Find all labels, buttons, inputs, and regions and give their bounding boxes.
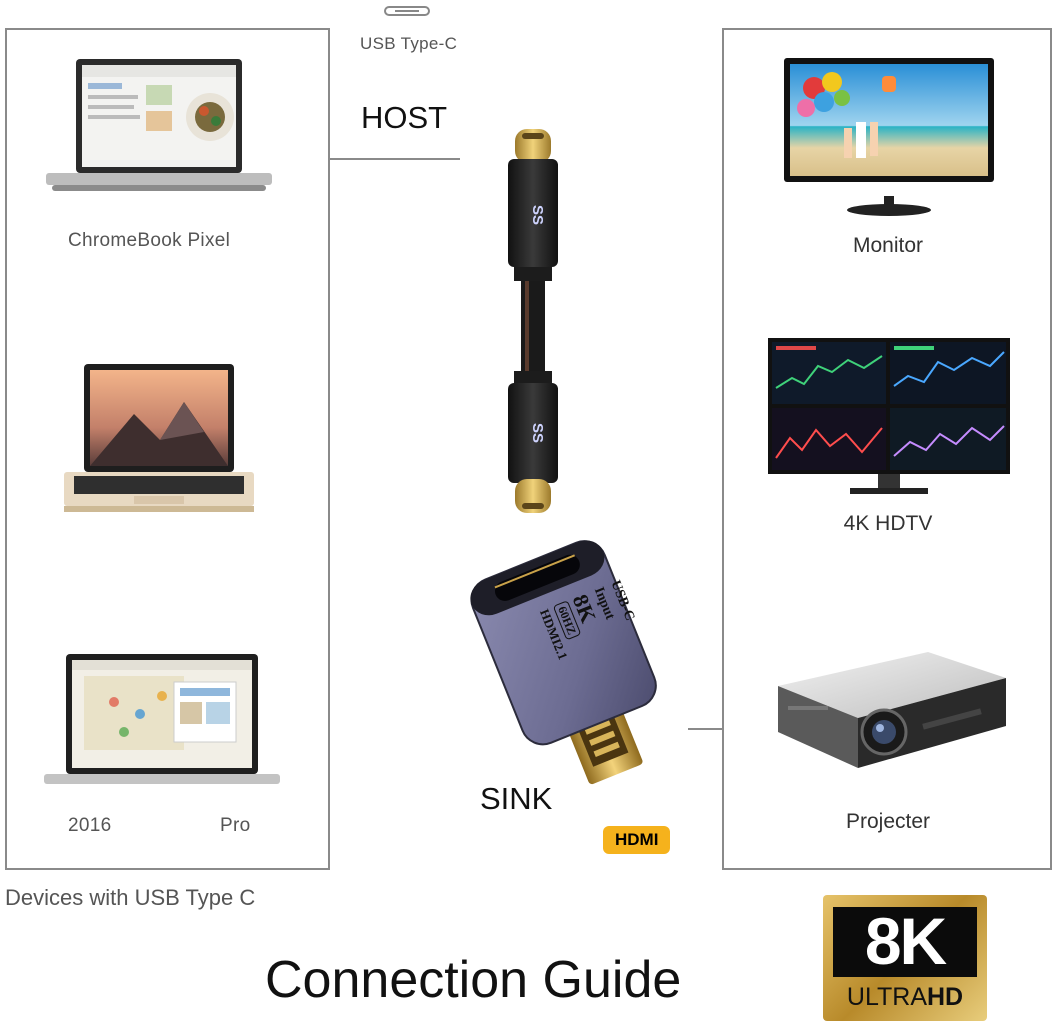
8k-ultrahd-logo: 8K ULTRAHD	[823, 895, 987, 1021]
monitor-image	[784, 58, 994, 216]
left-panel-caption: Devices with USB Type C	[5, 885, 256, 910]
svg-text:SS: SS	[529, 205, 546, 225]
projector-image	[778, 652, 1006, 768]
macbook-pro-image	[44, 654, 280, 784]
right-panel	[722, 28, 1052, 870]
logo-ultrahd-text: ULTRAHD	[823, 983, 987, 1012]
usb-type-c-port-icon	[384, 6, 430, 16]
sink-label: SINK	[480, 781, 553, 816]
macbook-label-pro: Pro	[220, 815, 251, 836]
usb-c-cable-image: SS SS	[508, 129, 558, 513]
connection-guide-title: Connection Guide	[265, 951, 682, 1009]
host-label: HOST	[361, 100, 448, 135]
hdtv-label: 4K HDTV	[843, 512, 933, 535]
usb-c-to-hdmi-adapter-image	[470, 540, 657, 785]
left-panel	[5, 28, 330, 870]
host-connector-line	[330, 158, 460, 160]
hdtv-image	[768, 338, 1010, 494]
hdmi-badge: HDMI	[603, 826, 671, 854]
usb-type-c-label: USB Type-C	[360, 34, 458, 53]
gold-laptop-image	[64, 364, 254, 512]
monitor-label: Monitor	[852, 234, 924, 257]
logo-ultra: ULTRA	[846, 983, 927, 1011]
logo-hd: HD	[927, 983, 964, 1011]
logo-8k-text: 8K	[864, 904, 947, 978]
sink-connector-line	[688, 728, 724, 730]
chromebook-pixel-label: ChromeBook Pixel	[68, 230, 231, 251]
macbook-label-year: 2016	[68, 815, 112, 836]
chromebook-laptop-image	[46, 59, 272, 191]
projector-label: Projecter	[845, 810, 931, 833]
svg-text:SS: SS	[529, 423, 546, 443]
